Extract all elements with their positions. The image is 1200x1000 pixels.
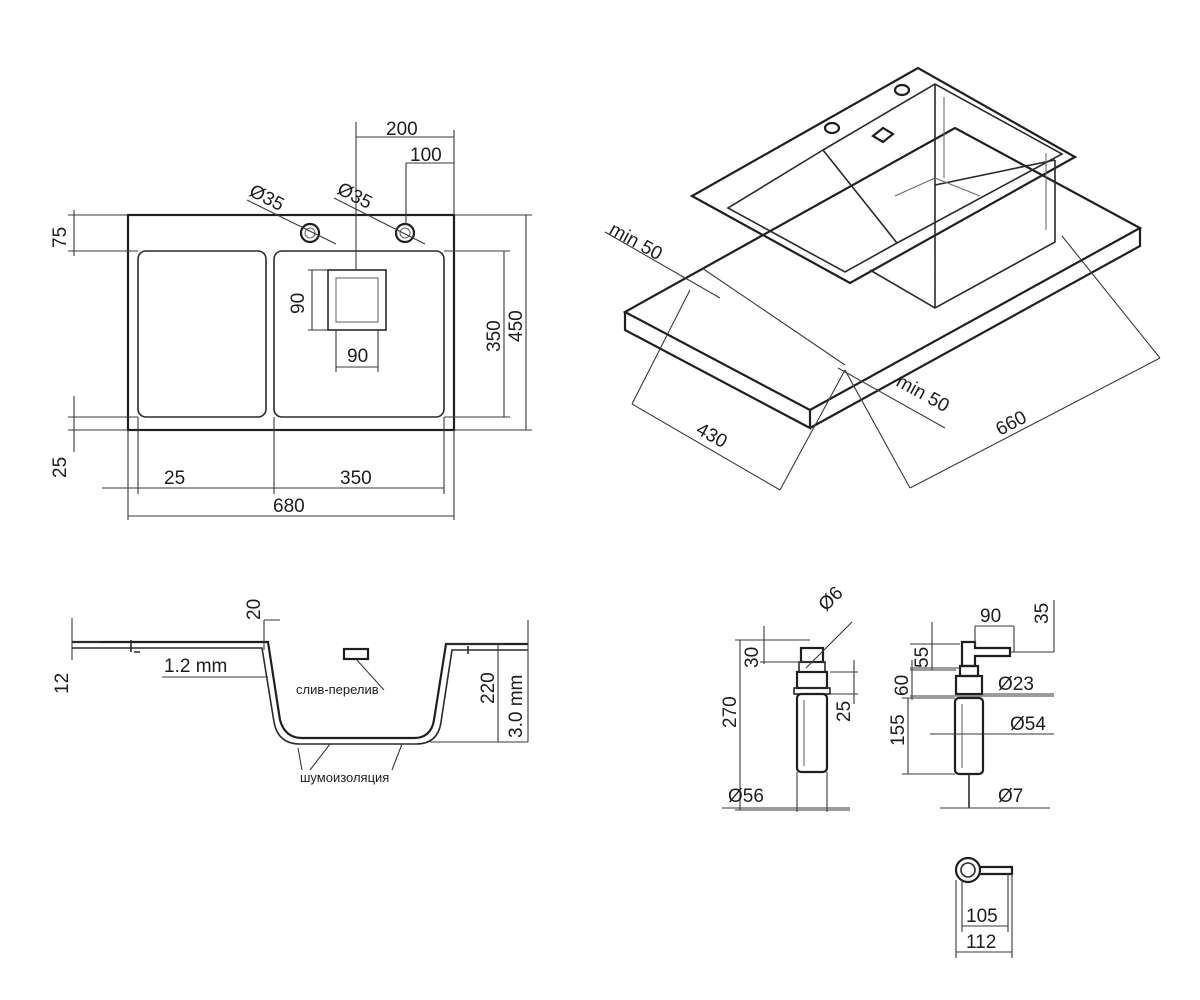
dia-6: Ø6 xyxy=(815,583,848,616)
iso-tap-hole-left xyxy=(823,121,841,135)
dim-430: 430 xyxy=(693,419,731,453)
dia-7: Ø7 xyxy=(998,786,1023,807)
top-circle-inner xyxy=(960,862,976,878)
top-view: 200 100 Ø35 Ø35 75 90 90 350 450 25 25 3… xyxy=(50,119,532,520)
bowl-inner-edge xyxy=(943,97,1047,230)
iso-tap-hole-right xyxy=(893,83,911,97)
dim-25: 25 xyxy=(834,701,855,722)
dim-100: 100 xyxy=(410,145,442,166)
dim-90-horizontal: 90 xyxy=(347,346,368,367)
dim-200: 200 xyxy=(386,119,418,140)
dim-60: 60 xyxy=(892,675,913,696)
pump-collar xyxy=(798,661,826,673)
side-collar xyxy=(958,664,980,678)
drainboard-surface xyxy=(726,148,899,273)
countertop-edge xyxy=(623,228,1142,430)
dim-25-vertical: 25 xyxy=(50,457,71,478)
dim-350-vertical: 350 xyxy=(484,320,505,352)
dim-680: 680 xyxy=(273,496,305,517)
dim-90-side: 90 xyxy=(980,606,1001,627)
dim-112: 112 xyxy=(966,932,996,953)
section-clips xyxy=(130,640,469,654)
dia-56: Ø56 xyxy=(728,786,764,807)
top-circle-outer xyxy=(954,856,982,884)
tap-hole-right xyxy=(394,222,416,244)
label-insulation: шумоизоляция xyxy=(300,770,389,785)
dispenser-front: 30 Ø6 270 25 Ø56 xyxy=(720,583,858,812)
dim-90-vertical: 90 xyxy=(288,293,309,314)
dispenser-side: 90 35 55 60 Ø23 155 Ø54 Ø7 xyxy=(888,600,1055,809)
drain-outer xyxy=(327,269,387,331)
label-thickness-top: 1.2 mm xyxy=(164,656,227,677)
side-nut xyxy=(954,674,984,696)
tap-hole-left xyxy=(299,222,321,244)
pump-spout xyxy=(960,640,1012,668)
section-profile-inner xyxy=(72,647,528,745)
bowl-outline xyxy=(273,250,445,418)
top-spout xyxy=(979,865,1014,876)
dia-left-hole: Ø35 xyxy=(246,181,288,216)
dispenser-top: 105 112 xyxy=(954,856,1014,958)
dim-350-horizontal: 350 xyxy=(340,468,372,489)
min-50-right: min 50 xyxy=(893,371,953,417)
countertop-top xyxy=(622,126,1143,412)
dim-220: 220 xyxy=(478,672,499,704)
dim-12: 12 xyxy=(52,673,73,694)
cutout-line xyxy=(701,267,846,366)
bowl-body xyxy=(869,84,1056,309)
overflow-symbol xyxy=(342,647,370,661)
sink-rim xyxy=(689,66,1078,285)
bowl-top-edge xyxy=(822,83,1064,244)
dim-155: 155 xyxy=(888,714,909,746)
section-view: 20 12 1.2 mm слив-перелив 220 3.0 mm шум… xyxy=(52,599,529,785)
section-profile xyxy=(72,640,528,740)
dim-75: 75 xyxy=(50,227,71,248)
dim-25-horizontal: 25 xyxy=(164,468,185,489)
dim-35: 35 xyxy=(1032,603,1053,624)
dim-30: 30 xyxy=(742,647,763,668)
dim-270: 270 xyxy=(720,696,741,728)
bottle xyxy=(795,692,829,774)
dia-54: Ø54 xyxy=(1010,714,1046,735)
drainboard-outline xyxy=(137,250,267,418)
iso-overflow xyxy=(871,126,895,144)
label-thickness-bowl: 3.0 mm xyxy=(506,675,527,738)
dim-20: 20 xyxy=(244,599,265,620)
drain-inner xyxy=(335,277,379,323)
dim-105: 105 xyxy=(966,906,998,927)
iso-view: min 50 min 50 430 660 xyxy=(604,66,1161,491)
bowl-floor xyxy=(894,177,981,197)
min-50-left: min 50 xyxy=(606,219,666,265)
sink-outline xyxy=(126,213,456,432)
side-bottle xyxy=(953,696,985,776)
dim-660: 660 xyxy=(992,407,1030,440)
dim-55: 55 xyxy=(912,647,933,668)
dia-23: Ø23 xyxy=(998,674,1034,695)
dim-450: 450 xyxy=(506,310,527,342)
mount-nut xyxy=(795,670,829,690)
label-overflow: слив-перелив xyxy=(296,682,379,697)
